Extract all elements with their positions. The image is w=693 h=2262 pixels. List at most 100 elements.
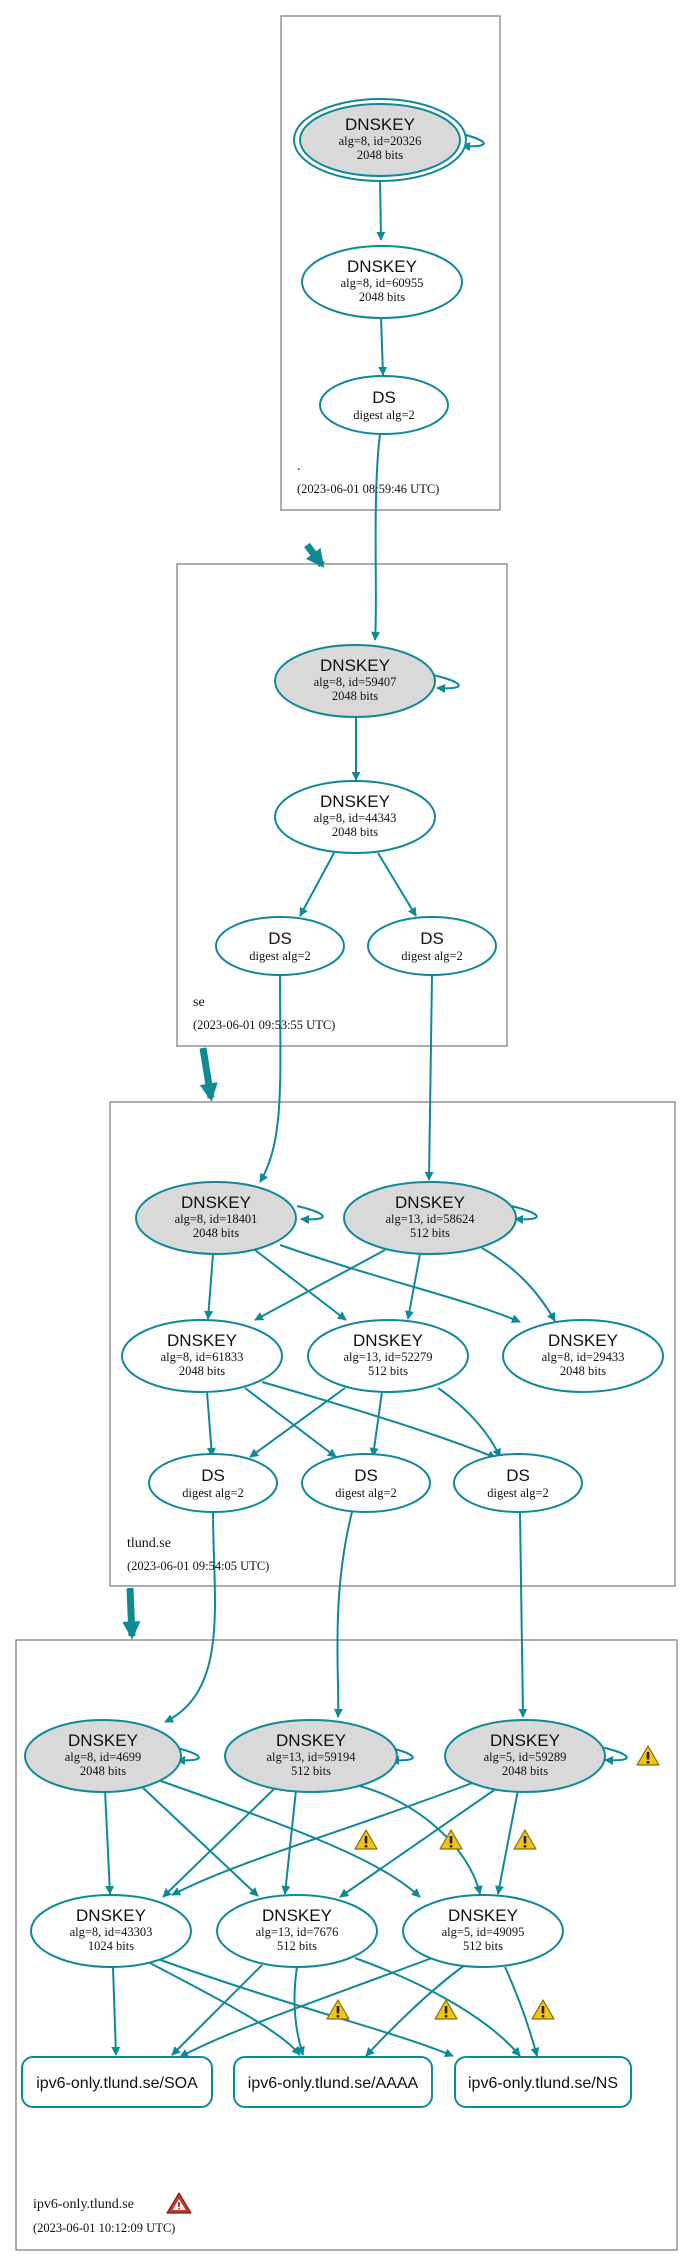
sign-edge — [281, 1789, 297, 1895]
node-title: DNSKEY — [167, 1331, 237, 1350]
rrset-node-soa[interactable]: ipv6-only.tlund.se/SOA — [21, 2056, 213, 2108]
warning-icon[interactable] — [354, 1829, 378, 1850]
node-digest: digest alg=2 — [335, 1486, 397, 1500]
node-title: DS — [201, 1466, 225, 1485]
dnskey-node-ksk[interactable]: DNSKEY alg=8, id=59407 2048 bits — [274, 644, 436, 718]
node-digest: digest alg=2 — [249, 949, 311, 963]
dnskey-node-ksk[interactable]: DNSKEY alg=8, id=20326 2048 bits — [293, 98, 467, 182]
sign-edge — [339, 1785, 501, 1898]
rrset-node-aaaa[interactable]: ipv6-only.tlund.se/AAAA — [233, 2056, 433, 2108]
ds-node[interactable]: DS digest alg=2 — [367, 916, 497, 976]
node-key-size: 2048 bits — [193, 1226, 239, 1240]
node-key-size: 512 bits — [463, 1939, 503, 1953]
node-title: DNSKEY — [490, 1731, 560, 1750]
sign-edge — [249, 1387, 346, 1458]
dnskey-node-ksk[interactable]: DNSKEY alg=13, id=59194 512 bits — [224, 1719, 398, 1793]
node-key-info: alg=8, id=43303 — [70, 1925, 153, 1939]
node-digest: digest alg=2 — [182, 1486, 244, 1500]
ds-node[interactable]: DS digest alg=2 — [319, 375, 449, 435]
node-key-size: 2048 bits — [357, 148, 403, 162]
ds-node[interactable]: DS digest alg=2 — [148, 1453, 278, 1513]
dnskey-node-zsk[interactable]: DNSKEY alg=8, id=43303 1024 bits — [30, 1894, 192, 1968]
ds-match-edge — [259, 974, 282, 1183]
node-key-info: alg=5, id=59289 — [484, 1750, 567, 1764]
dnskey-node-zsk[interactable]: DNSKEY alg=8, id=61833 2048 bits — [121, 1319, 283, 1393]
node-title: DNSKEY — [262, 1906, 332, 1925]
node-key-info: alg=8, id=18401 — [175, 1212, 258, 1226]
sign-edge — [162, 1787, 276, 1898]
ds-node[interactable]: DS digest alg=2 — [215, 916, 345, 976]
self-sign-edge — [510, 1205, 538, 1224]
dnskey-node-ksk[interactable]: DNSKEY alg=8, id=18401 2048 bits — [135, 1181, 297, 1255]
zone-name: . — [297, 459, 301, 474]
node-key-size: 1024 bits — [88, 1939, 134, 1953]
dnskey-node-ksk[interactable]: DNSKEY alg=5, id=59289 2048 bits — [444, 1719, 606, 1793]
node-title: DS — [354, 1466, 378, 1485]
node-title: DNSKEY — [395, 1193, 465, 1212]
warning-icon[interactable] — [326, 1999, 350, 2020]
dnskey-node-zsk[interactable]: DNSKEY alg=8, id=60955 2048 bits — [301, 245, 463, 319]
node-key-size: 2048 bits — [179, 1364, 225, 1378]
node-key-size: 512 bits — [277, 1939, 317, 1953]
node-key-info: alg=5, id=49095 — [442, 1925, 525, 1939]
ds-node[interactable]: DS digest alg=2 — [453, 1453, 583, 1513]
rrset-label: ipv6-only.tlund.se/NS — [468, 2075, 618, 2092]
self-sign-edge — [432, 674, 460, 693]
ds-node[interactable]: DS digest alg=2 — [301, 1453, 431, 1513]
delegation-arrow-se-tlund — [199, 1047, 218, 1102]
zone-timestamp: (2023-06-01 09:53:55 UTC) — [193, 1018, 335, 1032]
ds-match-edge — [424, 974, 434, 1181]
node-key-info: alg=8, id=29433 — [542, 1350, 625, 1364]
node-key-info: alg=8, id=4699 — [65, 1750, 142, 1764]
error-icon[interactable] — [166, 2192, 192, 2214]
zone-name: tlund.se — [127, 1536, 171, 1551]
dnskey-node-zsk[interactable]: DNSKEY alg=8, id=44343 2048 bits — [274, 780, 436, 854]
zone-timestamp: (2023-06-01 09:54:05 UTC) — [127, 1559, 269, 1573]
node-title: DS — [420, 929, 444, 948]
sign-edge — [254, 1249, 386, 1321]
zone-box-root — [280, 15, 501, 511]
sign-edge — [179, 1954, 441, 2058]
zone-name: ipv6-only.tlund.se — [33, 2197, 134, 2212]
delegation-arrow-tlund-ipv6 — [122, 1587, 141, 1640]
sign-edge — [481, 1247, 556, 1322]
node-key-size: 2048 bits — [332, 689, 378, 703]
node-key-size: 2048 bits — [332, 825, 378, 839]
warning-icon[interactable] — [531, 1999, 555, 2020]
warning-icon[interactable] — [636, 1745, 660, 1766]
zone-timestamp: (2023-06-01 10:12:09 UTC) — [33, 2221, 175, 2235]
node-title: DS — [372, 388, 396, 407]
node-title: DNSKEY — [347, 257, 417, 276]
zone-box-ipv6-only — [15, 1639, 678, 2251]
rrset-node-ns[interactable]: ipv6-only.tlund.se/NS — [454, 2056, 632, 2108]
sign-edge — [354, 1957, 521, 2057]
node-key-info: alg=8, id=20326 — [339, 134, 422, 148]
node-key-size: 2048 bits — [80, 1764, 126, 1778]
node-key-info: alg=8, id=61833 — [161, 1350, 244, 1364]
dnskey-node-ksk[interactable]: DNSKEY alg=8, id=4699 2048 bits — [24, 1719, 182, 1793]
ds-match-edge — [518, 1511, 528, 1718]
sign-edge — [279, 1244, 521, 1323]
node-key-size: 512 bits — [368, 1364, 408, 1378]
node-title: DNSKEY — [276, 1731, 346, 1750]
dnskey-node-zsk[interactable]: DNSKEY alg=5, id=49095 512 bits — [402, 1894, 564, 1968]
ds-match-edge — [371, 433, 381, 641]
dnskey-node-zsk[interactable]: DNSKEY alg=8, id=29433 2048 bits — [502, 1319, 664, 1393]
node-key-info: alg=13, id=52279 — [343, 1350, 432, 1364]
node-digest: digest alg=2 — [401, 949, 463, 963]
warning-icon[interactable] — [513, 1829, 537, 1850]
sign-edge — [261, 1381, 497, 1460]
node-title: DNSKEY — [320, 656, 390, 675]
sign-edge — [369, 1391, 383, 1457]
node-key-info: alg=8, id=59407 — [314, 675, 397, 689]
node-key-size: 2048 bits — [560, 1364, 606, 1378]
node-key-info: alg=13, id=7676 — [256, 1925, 339, 1939]
node-key-info: alg=13, id=59194 — [266, 1750, 356, 1764]
sign-edge — [495, 1789, 519, 1895]
node-title: DNSKEY — [68, 1731, 138, 1750]
dnskey-node-zsk[interactable]: DNSKEY alg=13, id=52279 512 bits — [307, 1319, 469, 1393]
sign-edge — [299, 852, 335, 917]
dnskey-node-zsk[interactable]: DNSKEY alg=13, id=7676 512 bits — [216, 1894, 378, 1968]
dnskey-node-ksk[interactable]: DNSKEY alg=13, id=58624 512 bits — [343, 1181, 517, 1255]
